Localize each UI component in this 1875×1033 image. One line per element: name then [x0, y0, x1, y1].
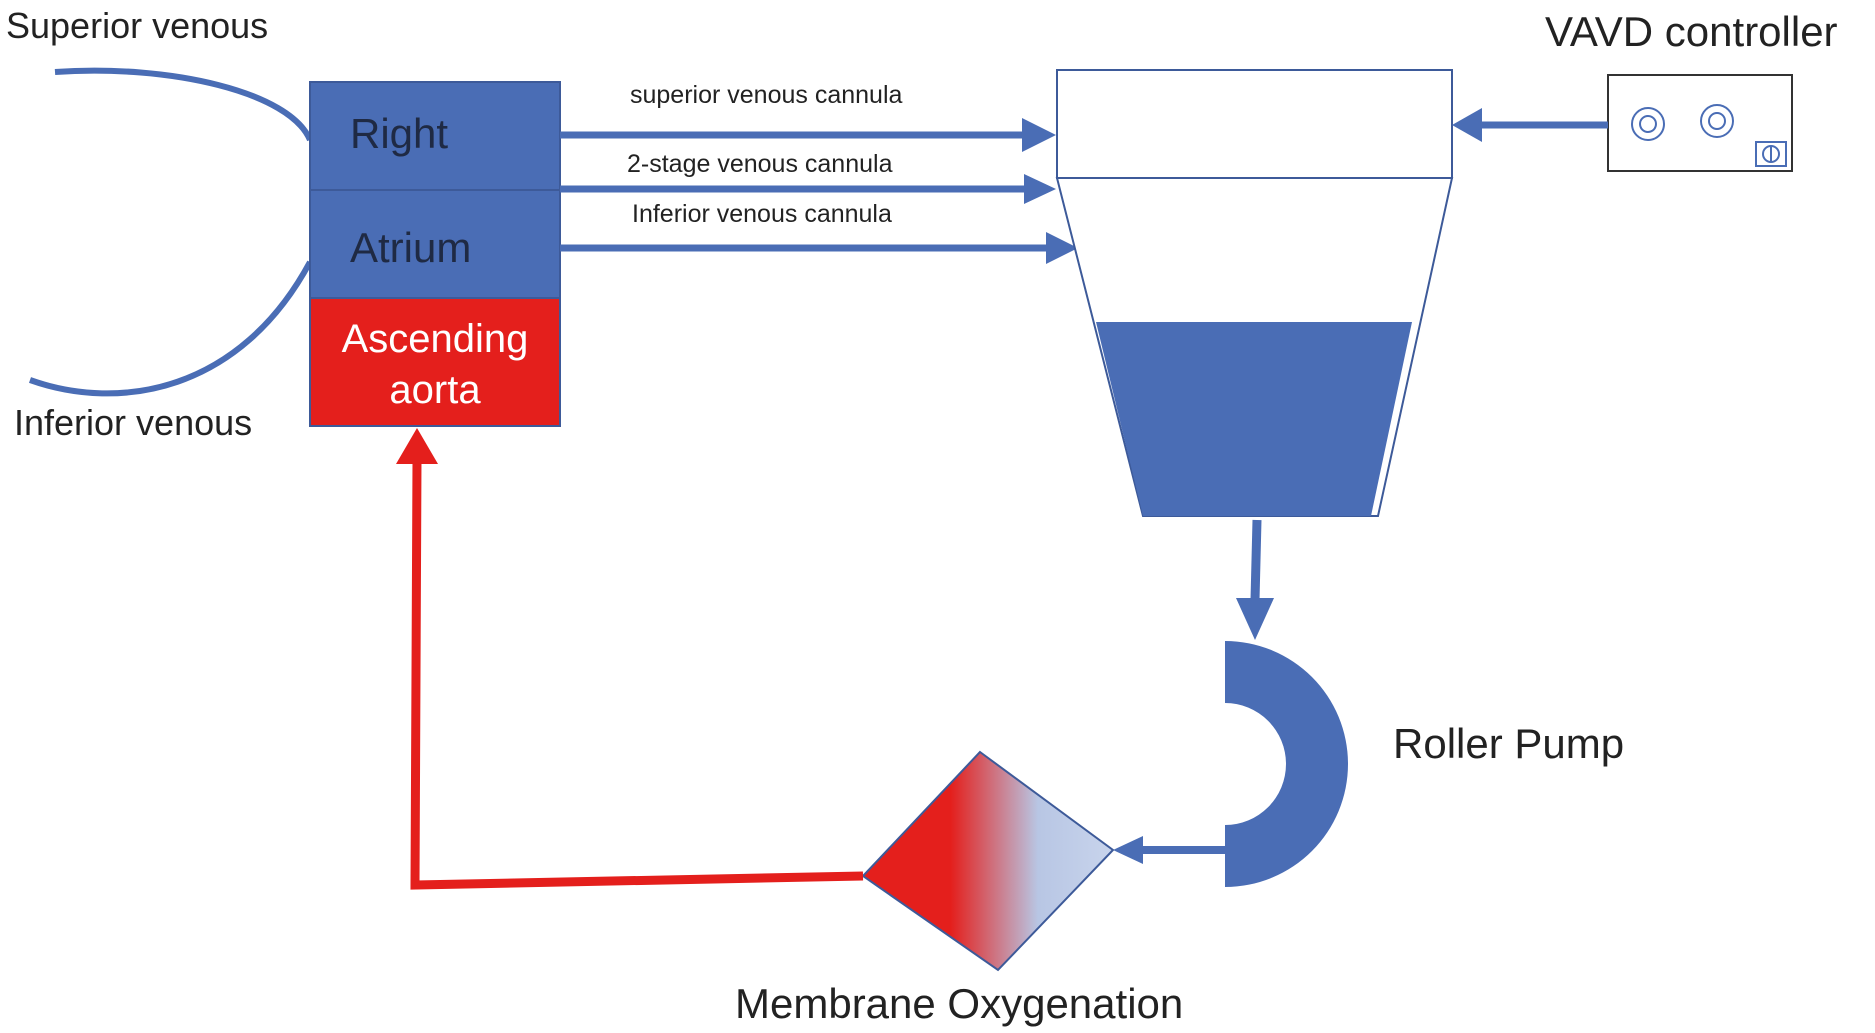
vavd-controller-arrowhead: [1452, 108, 1482, 142]
arterial-return-arrowhead: [396, 428, 438, 464]
superior-vena-cava-line: [54, 67, 313, 142]
arterial-return-line: [410, 459, 864, 890]
right-atrium-lower-block: [309, 189, 561, 299]
controller-switch-icon: [1755, 141, 1787, 167]
controller-knob-left-icon: [1631, 107, 1665, 141]
inferior-cannula-label: Inferior venous cannula: [632, 200, 892, 228]
roller-pump-label: Roller Pump: [1393, 720, 1624, 767]
superior-cannula-label: superior venous cannula: [630, 81, 902, 109]
membrane-oxygenation-label: Membrane Oxygenation: [735, 980, 1183, 1027]
reservoir-to-pump-arrowhead: [1236, 598, 1274, 640]
two-stage-cannula-arrowhead: [1024, 174, 1056, 204]
right-label: Right: [350, 110, 448, 157]
vavd-controller-label: VAVD controller: [1545, 8, 1838, 55]
two-stage-cannula-label: 2-stage venous cannula: [627, 150, 893, 178]
right-atrium-upper-block: [309, 81, 561, 191]
aorta-label: aorta: [389, 368, 481, 412]
superior-venous-label: Superior venous: [6, 5, 268, 46]
reservoir-lid: [1056, 69, 1453, 179]
membrane-oxygenator-shape: [861, 750, 1115, 972]
atrium-label: Atrium: [350, 224, 471, 271]
inferior-venous-label: Inferior venous: [14, 402, 252, 443]
ascending-aorta-block: [309, 297, 561, 427]
roller-pump-shape: [1225, 641, 1348, 887]
pump-to-oxygenator-arrowhead: [1113, 836, 1143, 864]
reservoir-to-pump-line: [1250, 519, 1262, 601]
reservoir-blood-level: [1096, 322, 1412, 516]
inferior-vena-cava-line: [28, 260, 313, 397]
superior-cannula-arrowhead: [1022, 118, 1056, 152]
controller-knob-right-icon: [1700, 104, 1734, 138]
inferior-cannula-arrowhead: [1046, 232, 1078, 264]
ascending-label: Ascending: [342, 317, 529, 361]
